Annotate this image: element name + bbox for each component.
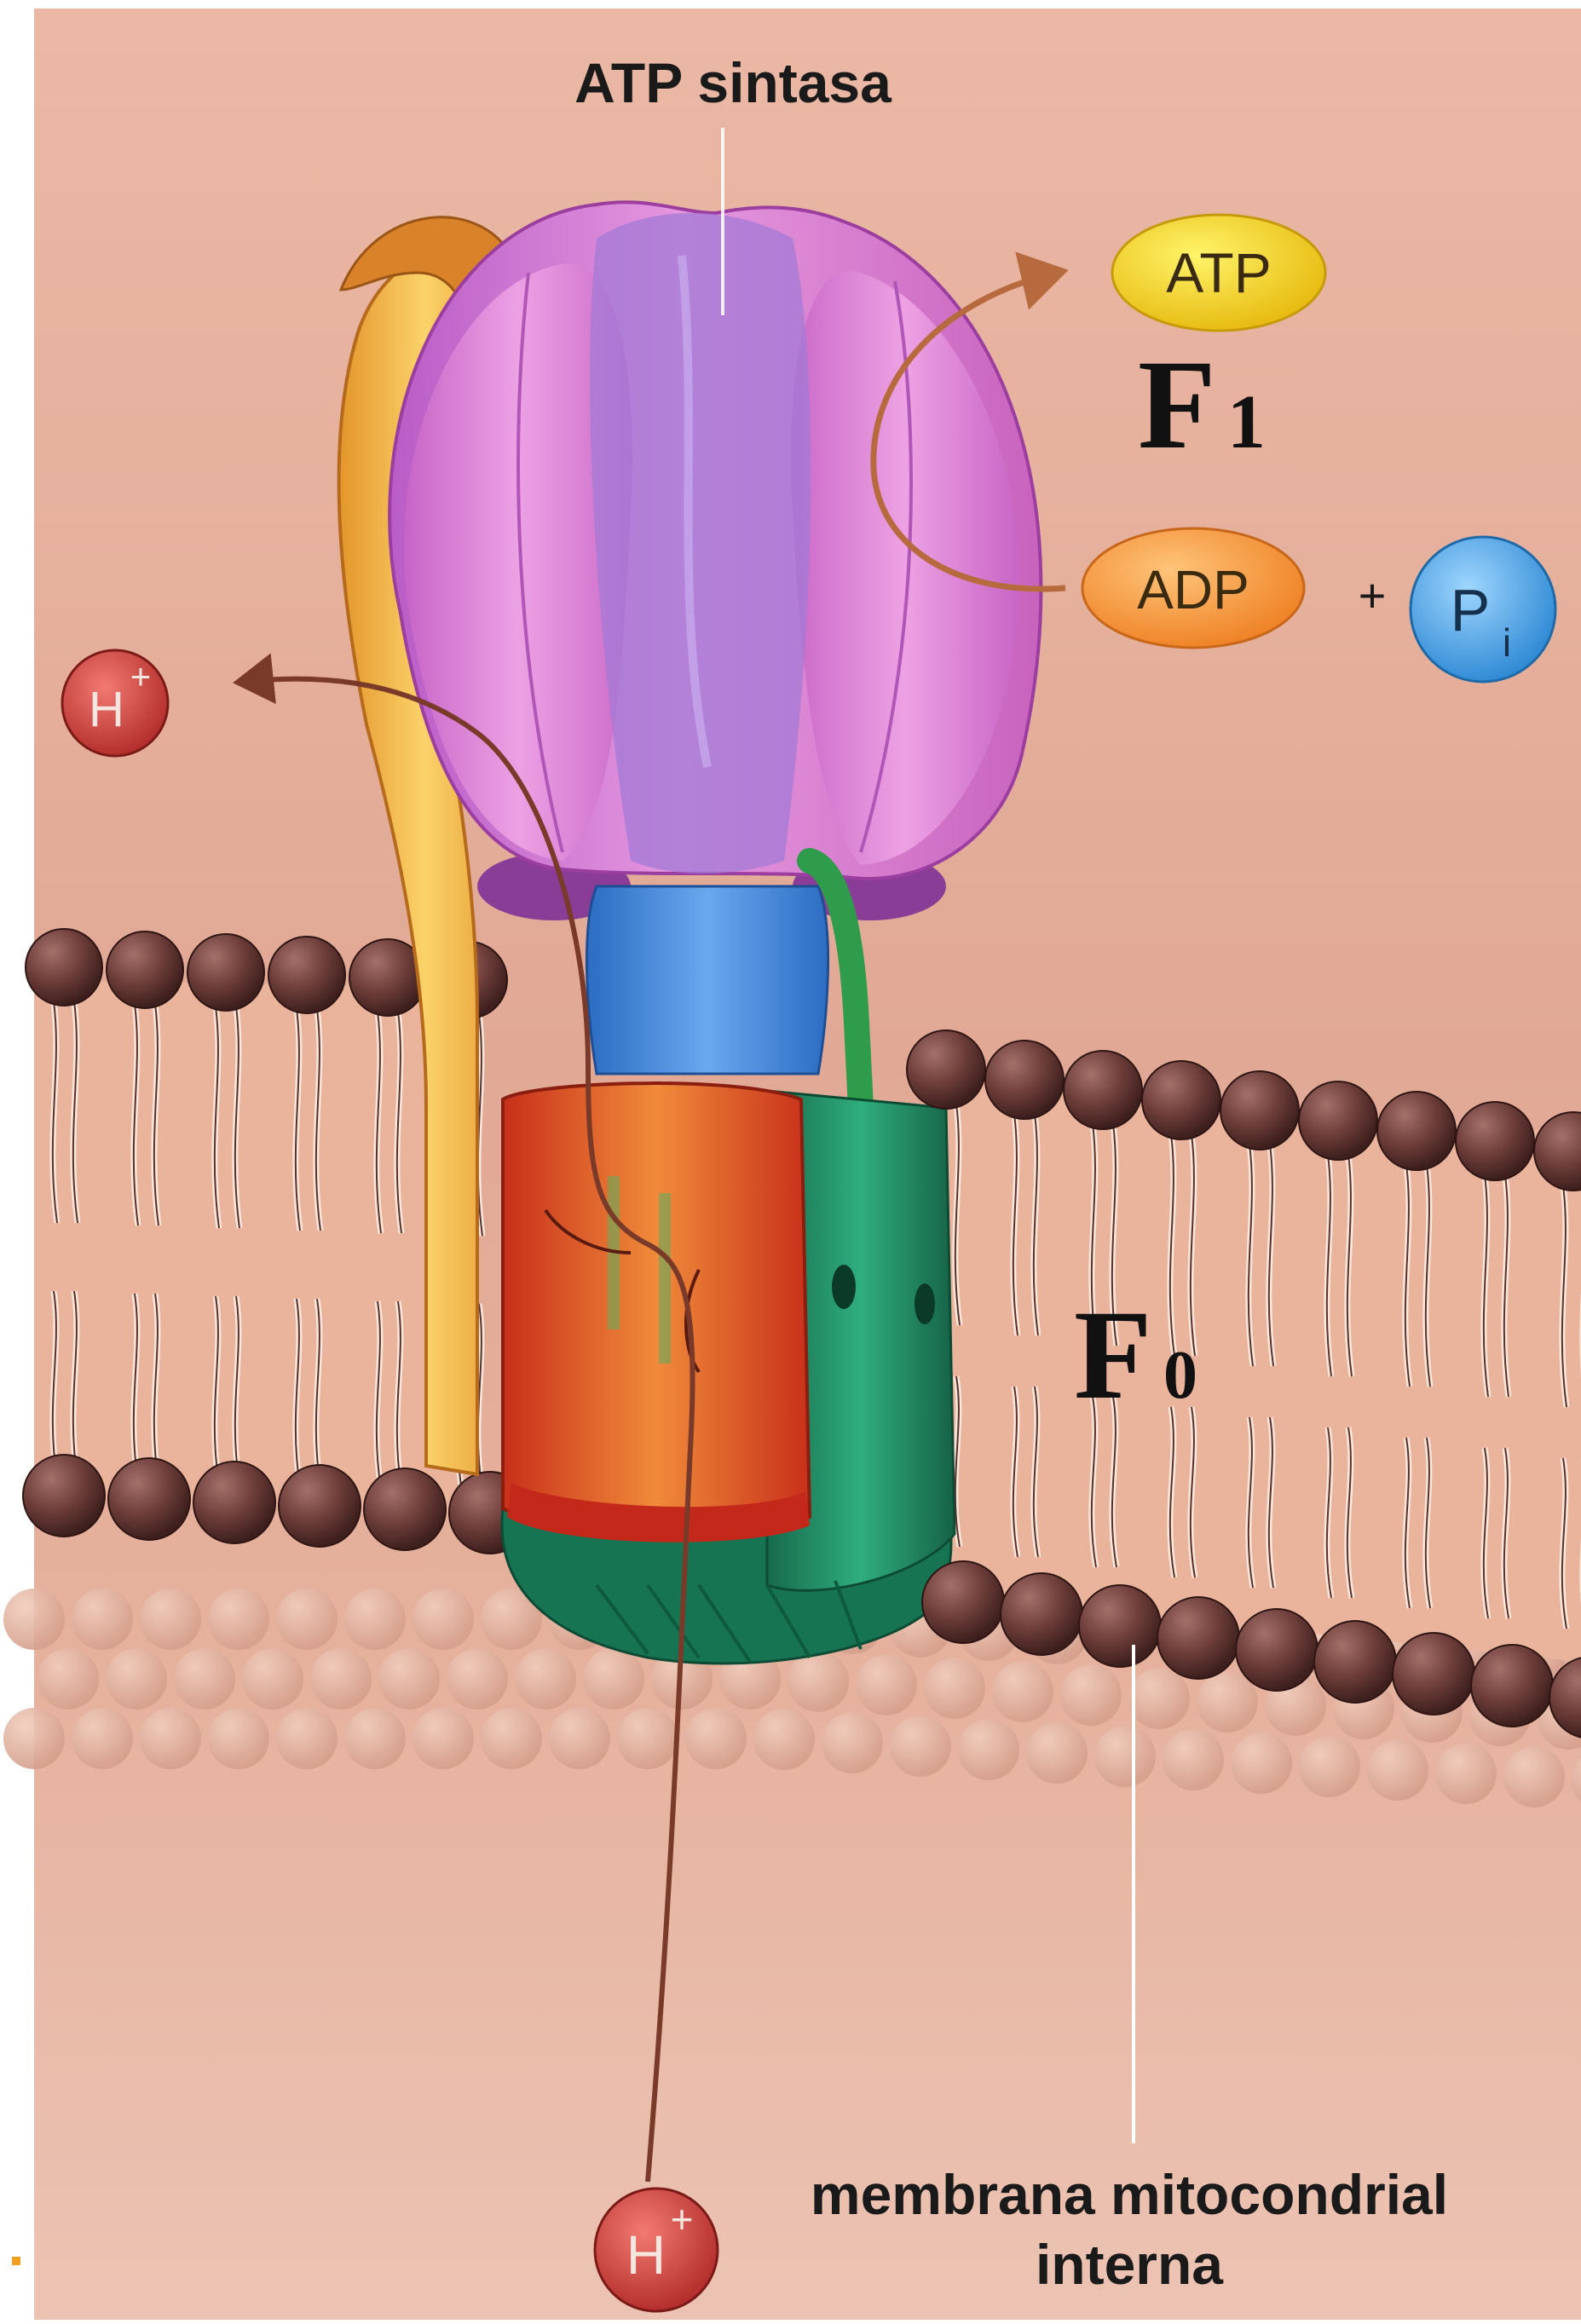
adp-label: ADP: [1137, 559, 1249, 620]
pale-lipid-head: [72, 1708, 133, 1769]
pale-lipid-head: [1503, 1746, 1565, 1808]
pale-lipid-head: [1163, 1729, 1224, 1791]
pale-lipid-head: [174, 1648, 235, 1710]
pale-lipid-head: [208, 1589, 269, 1650]
pale-lipid-head: [515, 1648, 576, 1710]
lipid-head: [279, 1465, 361, 1547]
pale-lipid-head: [413, 1589, 474, 1650]
lipid-head: [1393, 1633, 1474, 1715]
f1-head: [389, 202, 1041, 920]
membrane-label-line2: interna: [1036, 2233, 1224, 2296]
pale-lipid-head: [276, 1708, 338, 1769]
pale-lipid-head: [276, 1589, 338, 1650]
proton-top: H +: [62, 650, 168, 756]
pale-lipid-head: [1060, 1664, 1122, 1726]
lipid-head: [1456, 1102, 1534, 1180]
lipid-head: [1220, 1071, 1299, 1150]
pale-lipid-head: [140, 1589, 201, 1650]
proton-bottom-sup: +: [671, 2197, 694, 2241]
lipid-head: [1314, 1621, 1396, 1703]
pale-lipid-head: [1094, 1726, 1156, 1787]
lipid-head: [268, 937, 345, 1013]
adp-molecule: ADP: [1082, 528, 1304, 648]
a-subunit: [503, 1083, 810, 1543]
central-stalk: [586, 886, 828, 1074]
pale-lipid-head: [549, 1708, 610, 1769]
lipid-head: [188, 934, 264, 1011]
pale-lipid-head: [890, 1716, 951, 1777]
pale-lipid-head: [788, 1651, 849, 1712]
lipid-head: [1236, 1609, 1318, 1691]
pale-lipid-head: [447, 1648, 508, 1710]
lipid-head: [193, 1462, 275, 1543]
lipid-head: [364, 1468, 446, 1550]
plus-sign: +: [1359, 568, 1387, 622]
pale-lipid-head: [344, 1589, 406, 1650]
pale-lipid-head: [617, 1708, 678, 1769]
lipid-head: [907, 1030, 985, 1109]
pale-lipid-head: [3, 1589, 65, 1650]
lipid-head: [107, 931, 183, 1008]
lipid-head: [26, 929, 102, 1006]
pale-lipid-head: [3, 1708, 65, 1769]
pale-lipid-head: [378, 1648, 440, 1710]
lipid-head: [23, 1455, 105, 1537]
pale-lipid-head: [992, 1661, 1053, 1722]
proton-bottom-letter: H: [626, 2224, 666, 2286]
pale-lipid-head: [1435, 1743, 1497, 1804]
pale-lipid-head: [685, 1708, 747, 1769]
pale-lipid-head: [1367, 1739, 1428, 1801]
pale-lipid-head: [822, 1712, 883, 1773]
pale-lipid-head: [1026, 1722, 1088, 1784]
pale-lipid-head: [753, 1709, 815, 1770]
lipid-head: [922, 1561, 1004, 1643]
lipid-head: [1377, 1092, 1456, 1170]
lipid-head: [1079, 1585, 1161, 1667]
left-margin: [0, 0, 34, 2320]
pale-lipid-head: [958, 1719, 1019, 1780]
f0-subscript: 0: [1163, 1338, 1197, 1413]
f1-letter: F: [1138, 334, 1216, 476]
title-label: ATP sintasa: [574, 51, 892, 114]
lipid-head: [1142, 1061, 1220, 1139]
pale-lipid-head: [344, 1708, 406, 1769]
atp-label: ATP: [1166, 241, 1271, 304]
pale-lipid-head: [310, 1648, 372, 1710]
lipid-head: [1299, 1081, 1377, 1160]
pale-lipid-head: [242, 1648, 303, 1710]
membrane-label-line1: membrana mitocondrial: [811, 2163, 1448, 2226]
pale-lipid-head: [72, 1589, 133, 1650]
pi-subscript: i: [1503, 620, 1511, 665]
pale-lipid-head: [481, 1708, 542, 1769]
pale-lipid-head: [583, 1648, 644, 1710]
lipid-head: [1001, 1573, 1082, 1655]
pale-lipid-head: [413, 1708, 474, 1769]
corner-mark: [12, 2257, 20, 2265]
pi-letter: P: [1451, 577, 1491, 643]
atp-molecule: ATP: [1112, 215, 1325, 331]
pale-lipid-head: [1231, 1733, 1292, 1794]
f0-letter: F: [1074, 1284, 1152, 1426]
phosphate-molecule: P i: [1411, 537, 1555, 682]
proton-top-letter: H: [89, 682, 124, 737]
pale-lipid-head: [924, 1658, 985, 1719]
lipid-head: [985, 1041, 1064, 1119]
f1-subscript: 1: [1227, 380, 1266, 464]
lipid-head: [108, 1458, 190, 1540]
pale-lipid-head: [140, 1708, 201, 1769]
lipid-head: [1064, 1051, 1142, 1129]
pale-lipid-head: [1299, 1736, 1360, 1797]
lipid-head: [1471, 1645, 1553, 1727]
pale-lipid-head: [208, 1708, 269, 1769]
pale-lipid-head: [856, 1654, 917, 1716]
lipid-head: [1157, 1597, 1239, 1679]
proton-bottom: H +: [595, 2188, 718, 2311]
proton-top-sup: +: [130, 656, 152, 696]
pale-lipid-head: [1128, 1668, 1190, 1729]
pale-lipid-head: [38, 1648, 99, 1710]
pale-lipid-head: [106, 1648, 167, 1710]
